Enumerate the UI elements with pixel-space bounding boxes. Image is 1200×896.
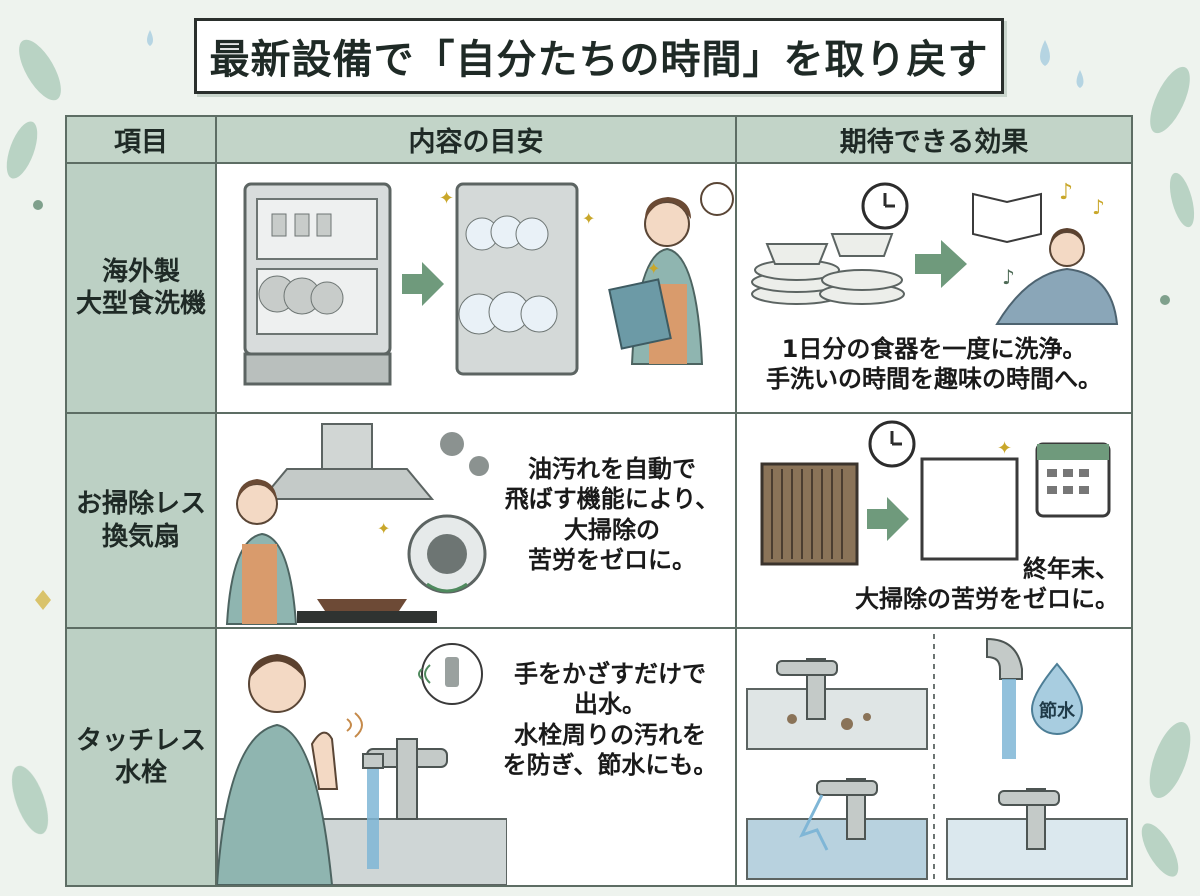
svg-text:♪: ♪ <box>1002 265 1015 289</box>
row-dishwasher-content: ✦ ✦ ✦ <box>217 164 737 414</box>
svg-text:✦: ✦ <box>439 188 454 209</box>
effect-text: 終年末、 大掃除の苦労をゼロに。 <box>855 554 1119 615</box>
svg-text:♪: ♪ <box>1059 180 1073 205</box>
header-item: 項目 <box>67 117 217 164</box>
row-fan-item: お掃除レス 換気扇 <box>67 414 217 629</box>
effect-line: 終年末、 <box>1023 555 1119 583</box>
effect-line: 手洗いの時間を趣味の時間へ。 <box>766 365 1102 394</box>
content-line: 大掃除の <box>564 515 660 544</box>
svg-text:✦: ✦ <box>377 519 390 538</box>
svg-text:♪: ♪ <box>1092 195 1105 219</box>
page-title: 最新設備で「自分たちの時間」を取り戻す <box>209 37 989 83</box>
content-line: 水栓周りの汚れを <box>514 720 706 749</box>
water-saving-illustration: 節水 <box>746 634 1128 880</box>
clean-filter-calendar-illustration: ✦ <box>760 420 1111 566</box>
item-line: お掃除レス <box>75 489 206 519</box>
header-effect: 期待できる効果 <box>737 117 1131 164</box>
item-line: 換気扇 <box>101 521 180 552</box>
item-line: 海外製 <box>101 256 180 287</box>
row-faucet-item: タッチレス 水栓 <box>67 629 217 885</box>
row-fan-content: ✦ 油汚れを自動で 飛ばす機能により、 大掃除の 苦労をゼロに。 <box>217 414 737 629</box>
dishes-to-relax-illustration: ♪ ♪ ♪ <box>751 180 1119 325</box>
content-line: を防ぎ、節水にも。 <box>502 751 718 780</box>
touchless-faucet-illustration <box>217 643 507 885</box>
svg-text:✦: ✦ <box>997 438 1012 459</box>
effect-line: 大掃除の苦労をゼロに。 <box>855 585 1119 614</box>
content-line: 手をかざすだけで <box>514 660 706 688</box>
content-text: 手をかざすだけで 出水。 水栓周りの汚れを を防ぎ、節水にも。 <box>495 659 725 781</box>
page-title-box: 最新設備で「自分たちの時間」を取り戻す <box>194 18 1004 94</box>
dishwasher-illustration: ✦ ✦ ✦ <box>243 182 734 386</box>
svg-text:✦: ✦ <box>647 259 660 278</box>
content-line: 飛ばす機能により、 <box>504 485 720 514</box>
item-line: 大型食洗機 <box>75 289 206 319</box>
content-line: 油汚れを自動で <box>528 455 696 483</box>
header-effect-label: 期待できる効果 <box>839 127 1029 158</box>
comparison-table: 項目 内容の目安 期待できる効果 海外製 大型食洗機 <box>65 115 1133 887</box>
row-faucet-content: 手をかざすだけで 出水。 水栓周りの汚れを を防ぎ、節水にも。 <box>217 629 737 885</box>
header-item-label: 項目 <box>114 127 168 158</box>
svg-text:✦: ✦ <box>582 209 595 228</box>
content-text: 油汚れを自動で 飛ばす機能により、 大掃除の 苦労をゼロに。 <box>499 454 725 576</box>
effect-line: 1日分の食器を一度に洗浄。 <box>781 335 1087 363</box>
item-line: 水栓 <box>114 758 167 788</box>
item-line: タッチレス <box>75 725 206 756</box>
row-dishwasher-effect: ♪ ♪ ♪ 1日分の食器を一度に洗浄。 手洗いの時間を趣味の時間へ。 <box>737 164 1131 414</box>
header-content: 内容の目安 <box>217 117 737 164</box>
effect-text: 1日分の食器を一度に洗浄。 手洗いの時間を趣味の時間へ。 <box>737 334 1131 395</box>
content-line: 苦労をゼロに。 <box>528 546 696 575</box>
water-saving-badge: 節水 <box>1039 700 1076 722</box>
row-faucet-effect: 節水 <box>737 629 1131 885</box>
row-fan-effect: ✦ 終年末、 大掃除の苦労をゼロに。 <box>737 414 1131 629</box>
content-line: 出水。 <box>574 690 646 719</box>
row-dishwasher-item: 海外製 大型食洗機 <box>67 164 217 414</box>
header-content-label: 内容の目安 <box>408 127 544 158</box>
range-hood-illustration: ✦ <box>225 423 489 625</box>
